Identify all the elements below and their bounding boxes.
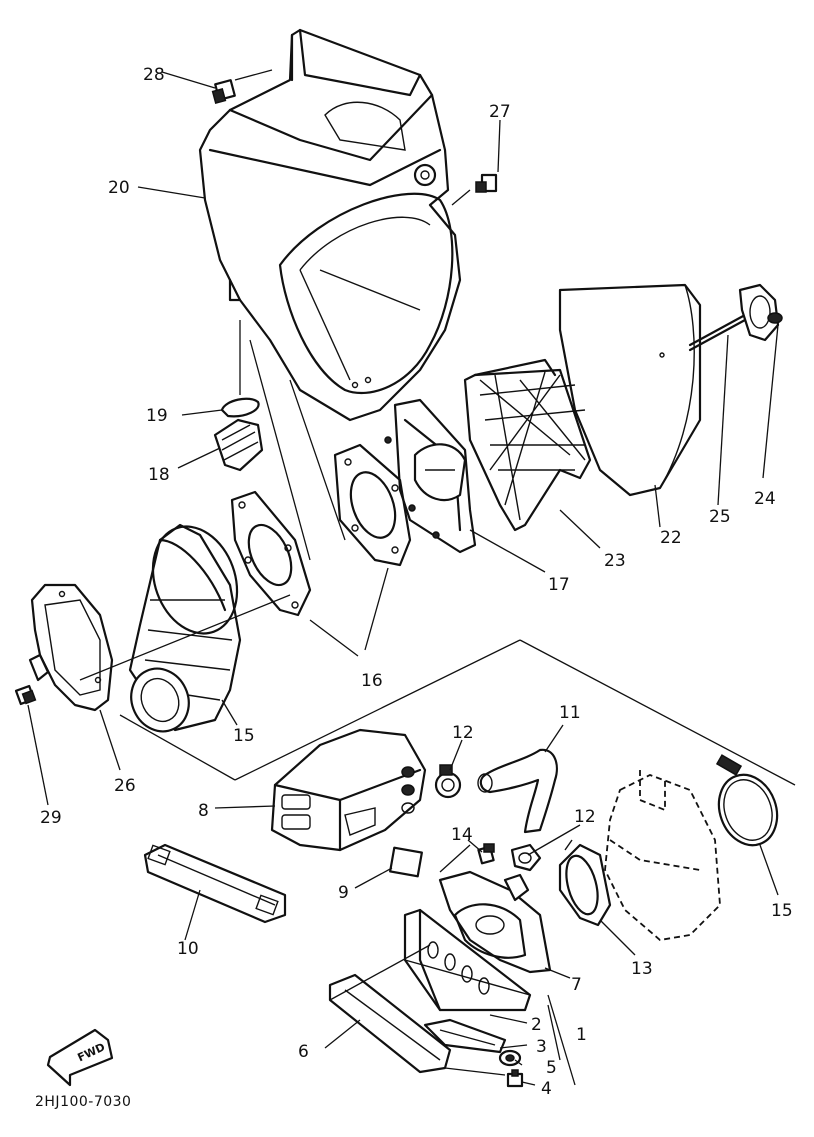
- part-label: 5: [546, 1058, 557, 1078]
- bolt-28-part: [451, 173, 498, 206]
- part-label: 15: [771, 901, 793, 921]
- carb-joint-part: [558, 839, 612, 927]
- part-label: 10: [177, 939, 199, 959]
- carburetor-ghost-part: [604, 770, 721, 941]
- part-label: 18: [148, 465, 170, 485]
- filter-bolt-part: [688, 313, 747, 352]
- part-label: 13: [631, 959, 653, 979]
- sleeve-19-part: [213, 418, 264, 472]
- fwd-arrow-icon: FWD: [46, 1028, 114, 1087]
- gasket-upper-part: [333, 443, 412, 567]
- wing-nut-part: [738, 283, 783, 342]
- part-label: 6: [298, 1042, 309, 1062]
- part-label: 7: [571, 975, 582, 995]
- intake-manifold-part: [438, 870, 552, 974]
- filter-guide-part: [384, 398, 477, 554]
- clip-20-part: [220, 397, 260, 418]
- part-label: 8: [198, 801, 209, 821]
- air-box-part: [198, 28, 462, 422]
- strap-part: [143, 843, 287, 924]
- reed-stopper-part: [423, 1018, 507, 1054]
- bolt-23-part: [14, 684, 37, 706]
- part-label: 15: [233, 726, 255, 746]
- breather-hose-part: [477, 748, 558, 834]
- part-label: 1: [576, 1025, 587, 1045]
- part-label: 26: [114, 776, 136, 796]
- screw-14-part: [477, 843, 495, 865]
- bolt-29-part: [211, 69, 273, 105]
- label-sticker-part: [389, 846, 423, 878]
- part-label: 27: [489, 102, 511, 122]
- part-label: 25: [709, 507, 731, 527]
- leader-lines: [27, 71, 779, 1086]
- cover-plate-part: [28, 583, 114, 712]
- screw-4-part: [506, 1069, 524, 1088]
- part-label: 19: [146, 406, 168, 426]
- washer-5-part: [498, 1049, 522, 1067]
- part-label: 24: [754, 489, 776, 509]
- joint-boot-part: [128, 523, 242, 733]
- reference-lines: [79, 339, 796, 1086]
- part-label: 4: [541, 1079, 552, 1099]
- gasket-lower-part: [230, 490, 312, 617]
- part-label: 12: [452, 723, 474, 743]
- part-label: 23: [604, 551, 626, 571]
- band-clamp-part: [715, 754, 779, 847]
- part-label: 20: [108, 178, 130, 198]
- part-label: 17: [548, 575, 570, 595]
- part-labels: 28 27 20 19 18 25 24 22 23 17 16 15 26 2…: [40, 65, 793, 1099]
- intake-cover-part: [270, 728, 427, 852]
- part-label: 11: [559, 703, 581, 723]
- drawing-code: 2HJ100-7030: [35, 1094, 131, 1110]
- part-label: 22: [660, 528, 682, 548]
- part-label: 3: [536, 1037, 547, 1057]
- hose-clamp-lower-part: [510, 843, 542, 872]
- reed-valve-part: [403, 908, 532, 1012]
- filter-cage-part: [463, 358, 592, 532]
- part-label: 2: [531, 1015, 542, 1035]
- part-label: 29: [40, 808, 62, 828]
- part-label: 12: [574, 807, 596, 827]
- filter-element-part: [558, 283, 702, 497]
- part-label: 16: [361, 671, 383, 691]
- hose-clamp-upper-part: [434, 764, 462, 799]
- part-label: 9: [338, 883, 349, 903]
- part-label: 14: [451, 825, 473, 845]
- part-label: 28: [143, 65, 165, 85]
